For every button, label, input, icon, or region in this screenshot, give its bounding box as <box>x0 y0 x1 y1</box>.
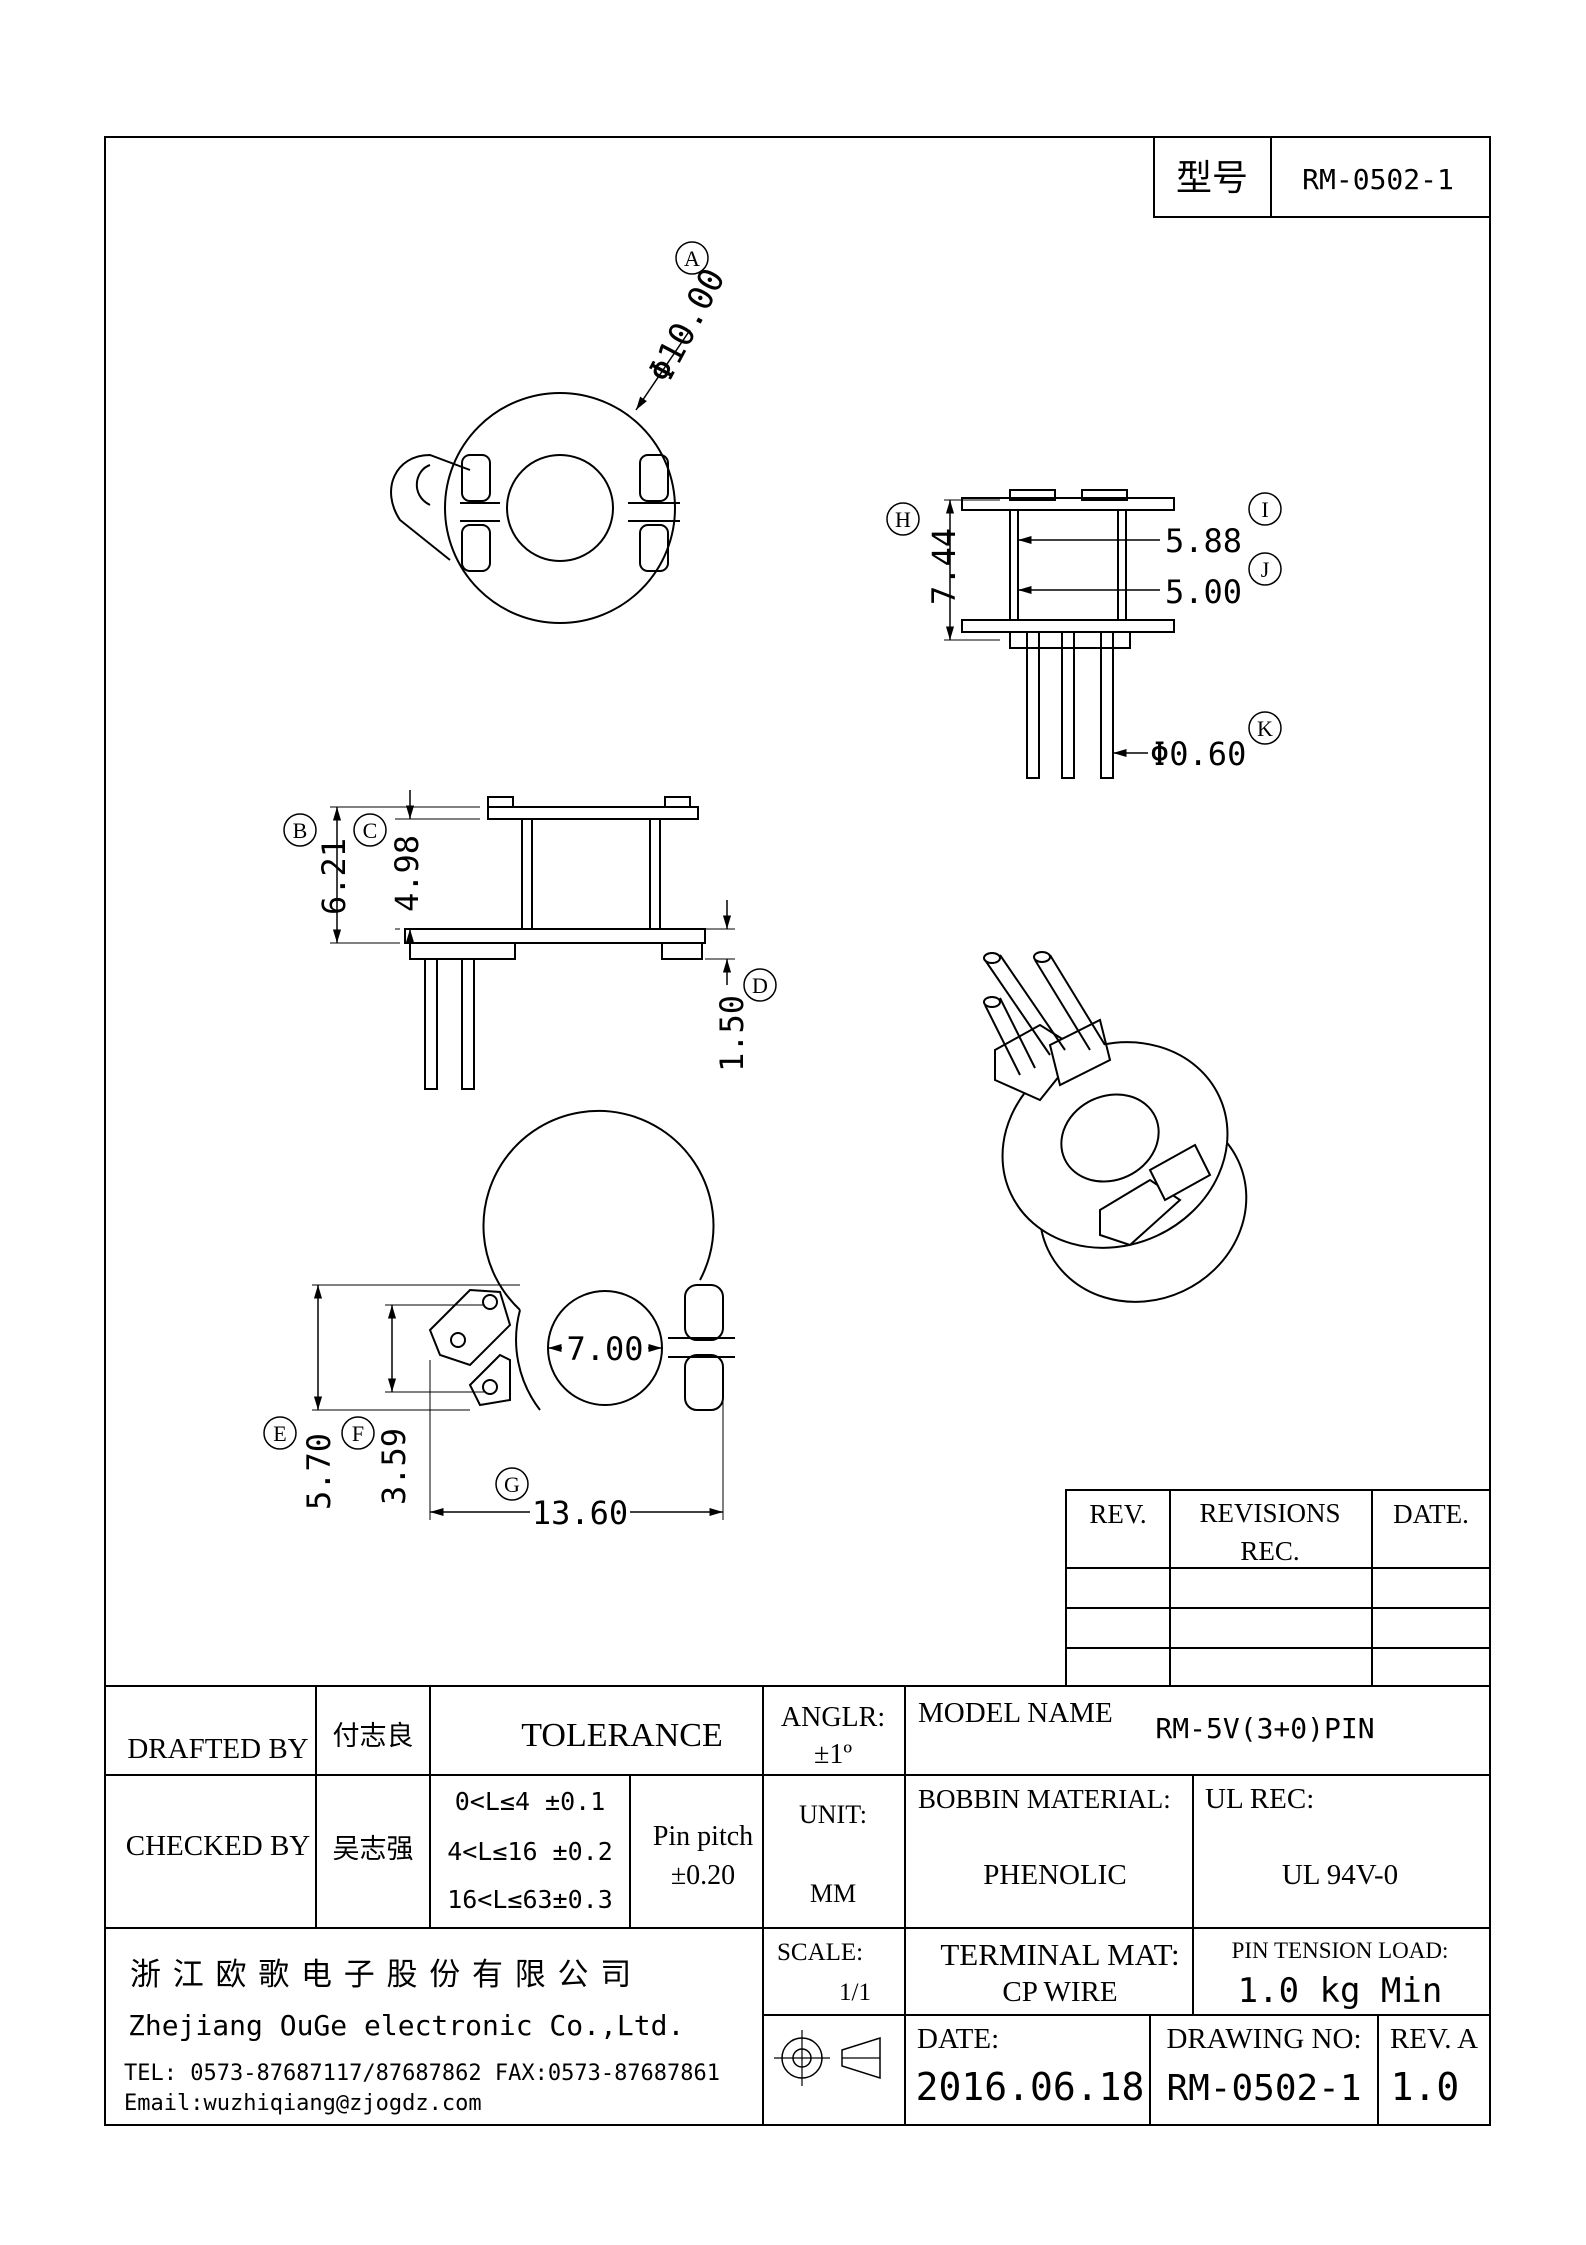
company-name-en: Zhejiang OuGe electronic Co.,Ltd. <box>128 2009 684 2042</box>
dimension-d: D 1.50 <box>705 900 777 1072</box>
header-model-value: RM-0502-1 <box>1302 163 1454 196</box>
side-view-right <box>961 489 1175 779</box>
company-email: Email:wuzhiqiang@zjogdz.com <box>124 2091 482 2116</box>
rev-col-records-1: REVISIONS <box>1199 1498 1340 1528</box>
dim-j-text: 5.00 <box>1165 573 1242 611</box>
terminal-mat-value: CP WIRE <box>1002 1976 1117 2008</box>
dim-c-text: 4.98 <box>388 835 426 912</box>
dim-g-text: 13.60 <box>532 1494 628 1532</box>
dim-a-text: Φ10.00 <box>641 262 734 389</box>
callout-k: K <box>1257 716 1273 741</box>
side-view-left <box>404 796 706 1090</box>
callout-f: F <box>352 1421 364 1446</box>
dimension-g: 13.60 G <box>429 1360 724 1532</box>
drawing-no-label: DRAWING NO: <box>1166 2023 1361 2055</box>
callout-e: E <box>273 1421 286 1446</box>
rev-a-label: REV. A <box>1390 2023 1478 2055</box>
isometric-view <box>983 951 1248 1303</box>
dim-i-text: 5.88 <box>1165 522 1242 560</box>
header-model-label: 型号 <box>1176 158 1248 198</box>
rev-a-value: 1.0 <box>1391 2065 1460 2109</box>
dimension-e: E 5.70 <box>263 1284 520 1510</box>
ul-rec-value: UL 94V-0 <box>1282 1859 1398 1891</box>
tolerance-row-1: 0<L≤4 ±0.1 <box>455 1787 606 1816</box>
checked-by-name: 吴志强 <box>333 1834 414 1864</box>
rev-col-records-2: REC. <box>1240 1536 1299 1566</box>
pin-tension-value: 1.0 kg Min <box>1238 1971 1443 2011</box>
sheet-border <box>104 136 1491 2126</box>
drawing-no-value: RM-0502-1 <box>1166 2068 1361 2109</box>
bobbin-material-value: PHENOLIC <box>983 1859 1126 1891</box>
dimension-c: C 4.98 <box>353 790 480 958</box>
dimension-j: 5.00 J <box>1018 552 1282 611</box>
drafted-by-name: 付志良 <box>333 1721 414 1751</box>
revisions-table: REV. REVISIONS REC. DATE. <box>1065 1489 1491 1687</box>
pin-tension-label: PIN TENSION LOAD: <box>1232 1938 1449 1963</box>
dim-e-text: 5.70 <box>300 1433 338 1510</box>
dimension-k: Φ0.60 K <box>1113 711 1282 773</box>
ul-rec-label: UL REC: <box>1205 1783 1314 1815</box>
model-name-label: MODEL NAME <box>918 1697 1113 1729</box>
callout-d: D <box>752 973 768 998</box>
dim-d-text: 1.50 <box>713 995 751 1072</box>
dim-h-text: 7.44 <box>925 528 963 605</box>
dimension-i: 5.88 I <box>1018 492 1282 560</box>
header-model-box: 型号 RM-0502-1 <box>1153 136 1491 218</box>
callout-b: B <box>293 818 308 843</box>
top-view <box>390 329 691 624</box>
rev-col-date: DATE. <box>1393 1499 1469 1529</box>
callout-g: G <box>504 1472 520 1497</box>
tolerance-label: TOLERANCE <box>521 1717 722 1754</box>
dim-k-text: Φ0.60 <box>1150 735 1246 773</box>
company-tel-fax: TEL: 0573-87687117/87687862 FAX:0573-876… <box>124 2061 720 2086</box>
angle-label: ANGLR: <box>781 1702 885 1733</box>
callout-c: C <box>363 818 378 843</box>
dimension-inner: 7.00 <box>548 1330 662 1368</box>
company-name-cn: 浙 江 欧 歌 电 子 股 份 有 限 公 司 <box>130 1957 633 1992</box>
pin-pitch-label: Pin pitch <box>653 1821 753 1852</box>
model-name-value: RM-5V(3+0)PIN <box>1155 1712 1374 1745</box>
bobbin-material-label: BOBBIN MATERIAL: <box>918 1784 1171 1814</box>
projection-symbol-icon <box>774 2030 881 2086</box>
callout-j: J <box>1261 557 1270 582</box>
dimension-a: A Φ10.00 <box>641 241 734 389</box>
callout-i: I <box>1261 497 1268 522</box>
dim-inner-text: 7.00 <box>566 1330 643 1368</box>
dim-b-text: 6.21 <box>315 838 353 915</box>
dimension-h: H 7.44 <box>886 499 1000 641</box>
unit-value: MM <box>810 1879 856 1908</box>
callout-h: H <box>895 507 911 532</box>
terminal-mat-label: TERMINAL MAT: <box>940 1937 1179 1972</box>
tolerance-row-3: 16<L≤63±0.3 <box>447 1885 613 1914</box>
dim-f-text: 3.59 <box>375 1428 413 1505</box>
tolerance-row-2: 4<L≤16 ±0.2 <box>447 1837 613 1866</box>
drafted-by-label: DRAFTED BY <box>127 1733 308 1765</box>
dimension-b: B 6.21 <box>283 806 480 944</box>
date-value: 2016.06.18 <box>916 2065 1145 2109</box>
angle-value: ±1º <box>814 1739 852 1770</box>
unit-label: UNIT: <box>799 1800 867 1829</box>
pin-pitch-value: ±0.20 <box>671 1860 735 1891</box>
rev-col-rev: REV. <box>1089 1499 1146 1529</box>
scale-value: 1/1 <box>839 1979 871 2006</box>
title-block: DRAFTED BY 付志良 TOLERANCE ANGLR: ±1º MODE… <box>105 1685 1490 2125</box>
date-label: DATE: <box>917 2023 999 2055</box>
callout-a: A <box>684 246 700 271</box>
scale-label: SCALE: <box>777 1939 863 1966</box>
dimension-f: F 3.59 <box>341 1304 485 1505</box>
checked-by-label: CHECKED BY <box>126 1830 311 1862</box>
